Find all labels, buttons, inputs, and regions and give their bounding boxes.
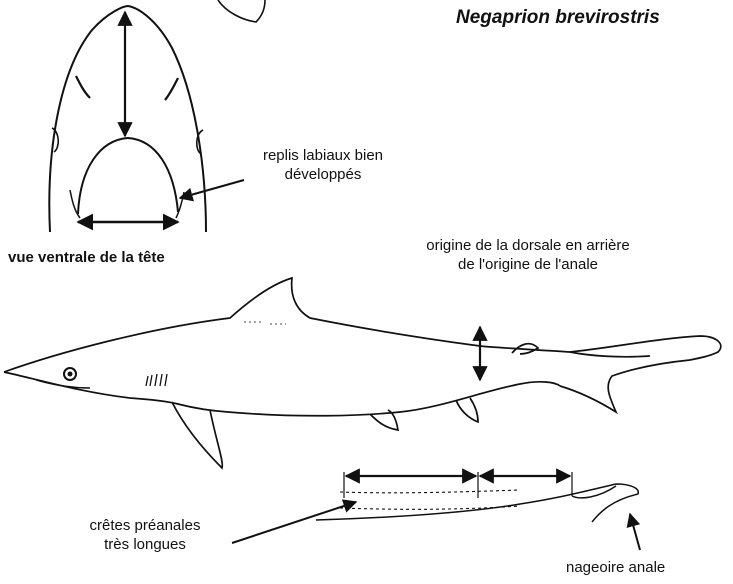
preanal-ridges-label: crêtes préanales très longues xyxy=(70,516,220,554)
shark-lateral-drawing xyxy=(4,278,721,468)
preanal-ridges-line2: très longues xyxy=(70,535,220,554)
preanal-detail-drawing xyxy=(316,472,638,522)
preanal-ridges-pointer xyxy=(232,502,356,543)
dorsal-origin-line1: origine de la dorsale en arrière xyxy=(388,236,668,255)
species-title: Negaprion brevirostris xyxy=(456,8,660,27)
preanal-ridges-line1: crêtes préanales xyxy=(70,516,220,535)
dorsal-origin-label: origine de la dorsale en arrière de l'or… xyxy=(388,236,668,274)
labial-folds-line1: replis labiaux bien xyxy=(238,146,408,165)
dorsal-origin-line2: de l'origine de l'anale xyxy=(388,255,668,274)
labial-folds-pointer xyxy=(180,180,244,198)
labial-folds-line2: développés xyxy=(238,165,408,184)
labial-folds-label: replis labiaux bien développés xyxy=(238,146,408,184)
anal-fin-label: nageoire anale xyxy=(566,558,665,577)
ventral-head-drawing xyxy=(49,0,265,232)
anal-fin-pointer xyxy=(630,514,640,550)
ventral-view-label: vue ventrale de la tête xyxy=(8,248,165,267)
